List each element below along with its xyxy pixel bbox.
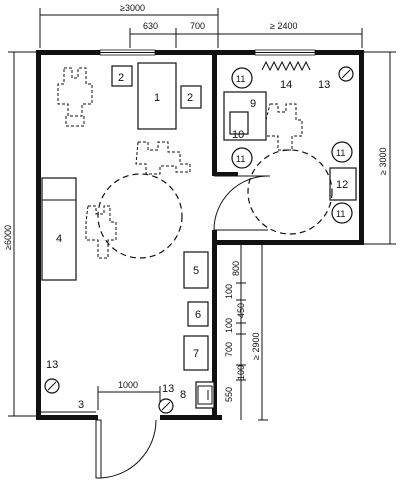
- stool-11d: [331, 202, 353, 224]
- furniture: 1 2 2 4 5 6 7 8 3 13 13 13: [40, 60, 357, 414]
- stool-11c: [331, 141, 353, 163]
- dim-seg-450: 450: [236, 303, 246, 318]
- stool-11b: [231, 147, 253, 169]
- dim-seg-100c: 100: [236, 365, 246, 380]
- cabinet-7: [183, 335, 209, 371]
- dim-top-630: 630: [143, 21, 158, 31]
- dim-top-700: 700: [190, 21, 205, 31]
- dim-left-total: ≥6000: [3, 225, 13, 250]
- wheelchair-figure-4: [265, 103, 303, 151]
- wall-left: [36, 50, 41, 420]
- wall-right: [359, 50, 364, 245]
- dim-right-corridor: ≥ 2900: [251, 333, 261, 360]
- dimension-lines: ≥3000 630 700 ≥ 2400 ≥6000 ≥ 3000 ≥ 2900…: [3, 3, 396, 421]
- label-8: 8: [180, 389, 186, 401]
- label-11a: 11: [236, 74, 245, 84]
- dim-seg-700: 700: [224, 342, 234, 357]
- label-11c: 11: [336, 148, 345, 158]
- wheelchair-figure-3: [85, 205, 117, 259]
- label-11d: 11: [336, 209, 345, 219]
- wall-partition: [212, 50, 217, 175]
- label-5: 5: [193, 265, 199, 277]
- cabinet-5: [183, 251, 209, 289]
- turning-circles: [97, 149, 333, 259]
- label-3: 3: [78, 399, 84, 411]
- label-2a: 2: [118, 72, 124, 84]
- chair-10: [229, 111, 249, 135]
- table-12: [329, 167, 357, 201]
- wall-bottom-left: [36, 415, 98, 420]
- dim-top-right: ≥ 2400: [270, 21, 297, 31]
- table-2a: [111, 65, 133, 87]
- wall-stub: [212, 172, 238, 176]
- label-13c: 13: [318, 79, 330, 91]
- label-9: 9: [250, 98, 256, 110]
- dim-right-room: ≥ 3000: [378, 148, 388, 175]
- label-7: 7: [193, 348, 199, 360]
- sofa-4: [41, 177, 77, 281]
- dim-seg-100b: 100: [224, 318, 234, 333]
- label-11b: 11: [236, 154, 245, 164]
- wheelchair-figure-1: [57, 67, 93, 117]
- label-6: 6: [195, 309, 201, 321]
- label-4: 4: [56, 233, 62, 245]
- washbasin-8: [195, 381, 215, 409]
- dim-door-1000: 1000: [118, 380, 138, 390]
- dim-seg-100a: 100: [224, 284, 234, 299]
- wall-bottom-right: [160, 415, 222, 420]
- dim-seg-550: 550: [224, 387, 234, 402]
- label-13b: 13: [162, 383, 174, 395]
- cabinet-6: [187, 301, 209, 327]
- turning-circle-left: [97, 173, 183, 259]
- label-14: 14: [280, 79, 292, 91]
- table-2b: [180, 85, 202, 109]
- wall-corridor-right: [212, 230, 217, 420]
- label-13a: 13: [46, 359, 58, 371]
- wheelchair-figures: [57, 67, 303, 259]
- label-2b: 2: [187, 92, 193, 104]
- doors: [95, 175, 270, 479]
- label-10: 10: [232, 129, 244, 141]
- label-1: 1: [154, 92, 160, 104]
- walls: [36, 49, 364, 420]
- stool-11a: [231, 67, 253, 89]
- wall-bottom-room: [212, 240, 364, 245]
- cot-1: [137, 62, 177, 130]
- dim-top-total: ≥3000: [120, 3, 145, 13]
- turning-circle-right: [247, 149, 333, 235]
- label-12: 12: [336, 179, 348, 191]
- wheelchair-figure-2: [135, 141, 191, 175]
- dim-seg-800: 800: [231, 261, 241, 276]
